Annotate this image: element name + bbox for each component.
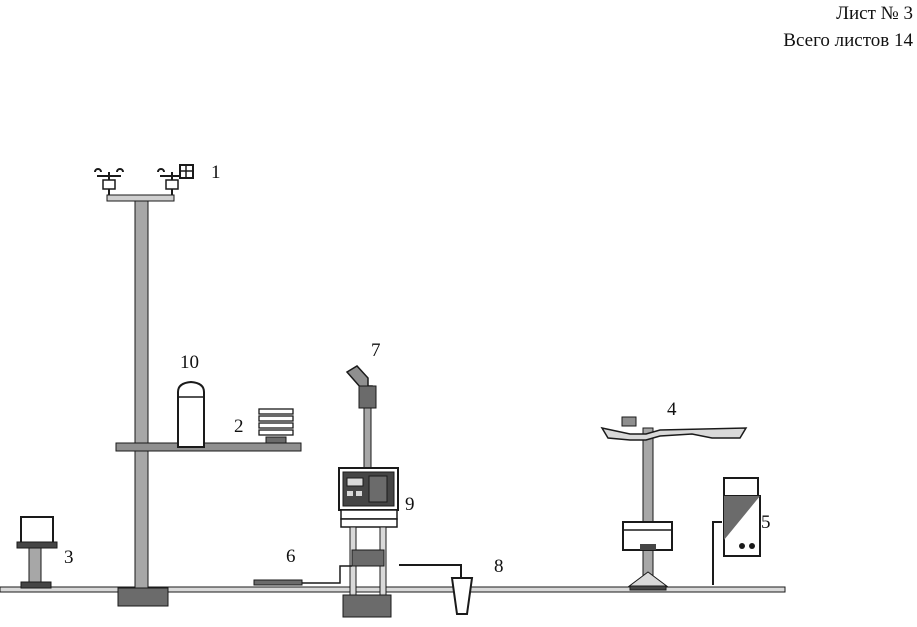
- callout-2: 2: [234, 416, 244, 437]
- item-5-cabinet: [712, 477, 761, 585]
- mast-foundation: [117, 587, 169, 607]
- callout-7: 7: [371, 340, 381, 361]
- callout-5: 5: [761, 512, 771, 533]
- callout-1: 1: [211, 162, 221, 183]
- ground-line: [0, 586, 786, 593]
- item-10-cylinder: [177, 380, 205, 448]
- data-logger: [338, 467, 399, 596]
- callout-9: 9: [405, 494, 415, 515]
- callout-6: 6: [286, 546, 296, 567]
- center-foundation: [342, 594, 392, 618]
- radiation-shield: [258, 408, 294, 444]
- item-6-probe: [253, 565, 352, 586]
- sheet-number: Лист № 3: [836, 3, 913, 24]
- total-sheets: Всего листов 14: [783, 30, 913, 51]
- mast-shelf: [115, 442, 302, 452]
- rain-gauge: [16, 516, 58, 589]
- wind-sensors: [94, 164, 194, 589]
- item-7-sensor: [345, 365, 377, 469]
- callout-3: 3: [64, 547, 74, 568]
- item-8-probe: [399, 564, 474, 615]
- item-4-mast: [600, 416, 748, 591]
- callout-10: 10: [180, 352, 199, 373]
- callout-4: 4: [667, 399, 677, 420]
- callout-8: 8: [494, 556, 504, 577]
